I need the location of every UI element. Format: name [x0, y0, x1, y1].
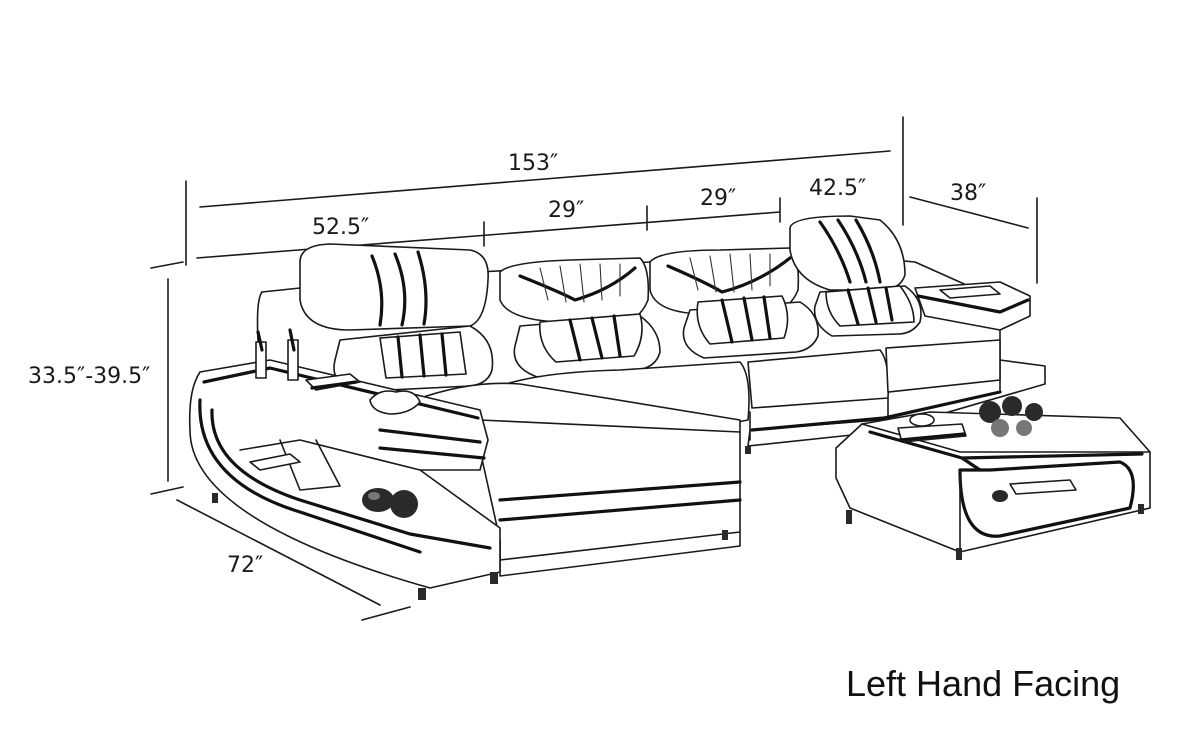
pillow-4-stripes [846, 286, 894, 326]
dim-line-chaise-depth [176, 499, 381, 606]
console-books-edge [310, 380, 358, 390]
label-height-range: 33.5″-39.5″ [28, 364, 150, 389]
shelf-vases [362, 488, 418, 518]
coffee-table-shelf-book [1009, 479, 1077, 495]
coffee-table [835, 396, 1151, 560]
pillow-2-stripes [568, 314, 622, 362]
dim-line-end-table [909, 196, 1029, 229]
dim-tick-height-bottom [150, 486, 184, 495]
console-front-piping [378, 428, 486, 460]
label-overall-length: 153″ [508, 151, 558, 176]
console-bottles [255, 328, 299, 381]
pillow-3 [696, 295, 789, 345]
console-shelf [239, 439, 421, 471]
fruit-4 [991, 419, 1009, 437]
leg-3 [490, 572, 498, 584]
pillow-2 [539, 313, 643, 363]
console-fruit-bowl [369, 390, 421, 415]
end-table-tray [939, 285, 1001, 299]
headrest-3-stripe [666, 256, 792, 294]
vase-1 [362, 488, 394, 512]
dimension-labels: 153″ 52.5″ 29″ 29″ 42.5″ 38″ 33.5″-39.5″… [28, 151, 986, 578]
headrest-3-lines [689, 253, 771, 293]
coffee-table-book-edge [898, 432, 966, 442]
coffee-table-shelf-vase [992, 490, 1008, 502]
end-table-piping [916, 294, 1030, 314]
label-middle-2: 29″ [700, 186, 736, 211]
console-unit [188, 359, 501, 589]
dim-line-overall [199, 150, 891, 208]
sofa-drawing [188, 215, 1151, 600]
dim-tick-chaise-depth [361, 606, 411, 621]
dim-line-sections [196, 211, 781, 259]
coffee-table-loop [958, 460, 1135, 538]
coffee-leg-2 [956, 548, 962, 560]
vase-2 [390, 490, 418, 518]
fruit-3 [1025, 403, 1043, 421]
sofa-legs [212, 446, 751, 600]
headrest-2-lines [539, 263, 621, 303]
leg-4 [722, 530, 728, 540]
vase-1-highlight [368, 492, 380, 500]
pillow-3-stripes [720, 295, 772, 344]
bottle-necks [256, 328, 296, 352]
seat-cushion-3 [885, 339, 1001, 393]
dimension-lines [150, 116, 1038, 621]
coffee-table-body [835, 411, 1151, 553]
console-loop-inner [210, 408, 492, 550]
seat-piping [750, 390, 1002, 432]
headrest-1-stripes [370, 250, 428, 327]
orientation-caption: Left Hand Facing [846, 663, 1120, 704]
shelf-books [249, 453, 301, 471]
console-divider [279, 439, 341, 491]
console-loop-outer [198, 398, 422, 554]
label-middle-1: 29″ [548, 198, 584, 223]
leg-2 [418, 588, 426, 600]
coffee-table-fruit [979, 396, 1043, 437]
coffee-leg-1 [846, 510, 852, 524]
label-end-section: 42.5″ [809, 176, 866, 201]
chaise-piping [498, 480, 742, 522]
fruit-2 [1002, 396, 1022, 416]
label-chaise-width: 52.5″ [312, 215, 369, 240]
fruit-1 [979, 401, 1001, 423]
seat-cushion-2 [747, 349, 890, 409]
headrest-1 [299, 243, 489, 331]
pillow-1-stripes [396, 332, 448, 379]
label-chaise-depth: 72″ [227, 553, 263, 578]
dim-tick-height-top [150, 261, 184, 269]
label-end-table-depth: 38″ [950, 181, 986, 206]
fruit-5 [1016, 420, 1032, 436]
headrest-2 [499, 257, 650, 325]
leg-1 [212, 493, 218, 503]
coffee-leg-3 [1138, 504, 1144, 514]
coffee-table-bowl [909, 413, 935, 427]
leg-5 [745, 446, 751, 454]
headrest-4-stripes [818, 218, 882, 284]
coffee-table-top-edge [861, 423, 1151, 453]
